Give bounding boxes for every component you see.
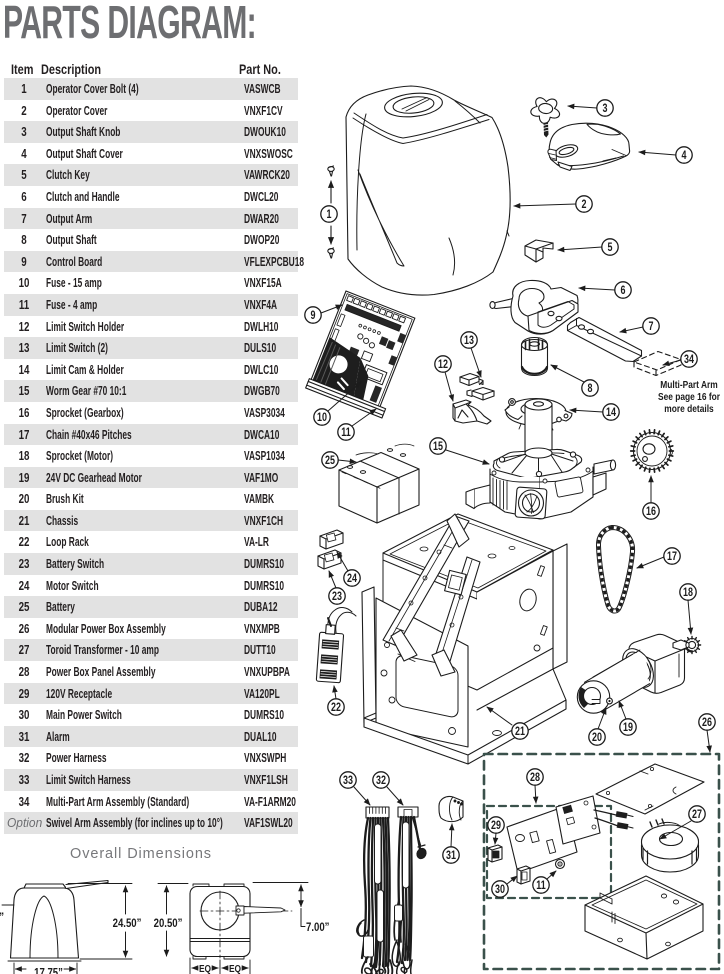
svg-text:19: 19: [623, 722, 633, 734]
svg-text:23: 23: [332, 591, 342, 603]
svg-text:16: 16: [646, 506, 656, 518]
svg-text:26: 26: [702, 717, 712, 729]
svg-text:9: 9: [311, 310, 316, 322]
svg-text:24.50”: 24.50”: [113, 917, 142, 930]
svg-text:34: 34: [684, 354, 694, 366]
svg-text:31: 31: [446, 850, 456, 862]
svg-text:27: 27: [692, 809, 702, 821]
svg-text:17.75”: 17.75”: [34, 967, 63, 974]
svg-text:7.00”: 7.00”: [306, 921, 329, 934]
svg-text:18: 18: [683, 587, 693, 599]
svg-text:7: 7: [649, 321, 654, 333]
svg-text:10: 10: [317, 412, 327, 424]
svg-text:28: 28: [530, 772, 540, 784]
svg-text:Multi-Part Arm: Multi-Part Arm: [660, 379, 718, 391]
svg-text:12: 12: [438, 359, 448, 371]
svg-text:20: 20: [592, 732, 602, 744]
svg-text:32: 32: [376, 775, 386, 787]
svg-text:11: 11: [341, 427, 351, 439]
svg-text:11: 11: [536, 880, 546, 892]
svg-text:13: 13: [464, 335, 474, 347]
svg-text:15: 15: [433, 441, 443, 453]
svg-text:more details: more details: [664, 403, 713, 415]
svg-text:6: 6: [621, 285, 626, 297]
svg-text:33: 33: [343, 775, 353, 787]
svg-text:See page 16 for: See page 16 for: [658, 391, 720, 403]
svg-text:1: 1: [327, 209, 332, 221]
svg-text:3: 3: [603, 103, 608, 115]
svg-text:25: 25: [325, 455, 335, 467]
svg-text:EQ: EQ: [229, 963, 241, 974]
svg-text:2: 2: [582, 199, 587, 211]
svg-text:8: 8: [588, 383, 593, 395]
svg-text:20.50”: 20.50”: [154, 917, 183, 930]
svg-text:24: 24: [347, 573, 357, 585]
svg-text:21: 21: [515, 726, 525, 738]
svg-text:4: 4: [682, 150, 687, 162]
svg-text:17: 17: [667, 551, 677, 563]
svg-text:29: 29: [491, 820, 501, 832]
svg-text:5”: 5”: [0, 911, 4, 924]
svg-text:5: 5: [608, 242, 613, 254]
svg-text:22: 22: [331, 702, 341, 714]
svg-text:14: 14: [606, 407, 616, 419]
svg-text:EQ: EQ: [199, 963, 211, 974]
svg-text:30: 30: [495, 884, 505, 896]
